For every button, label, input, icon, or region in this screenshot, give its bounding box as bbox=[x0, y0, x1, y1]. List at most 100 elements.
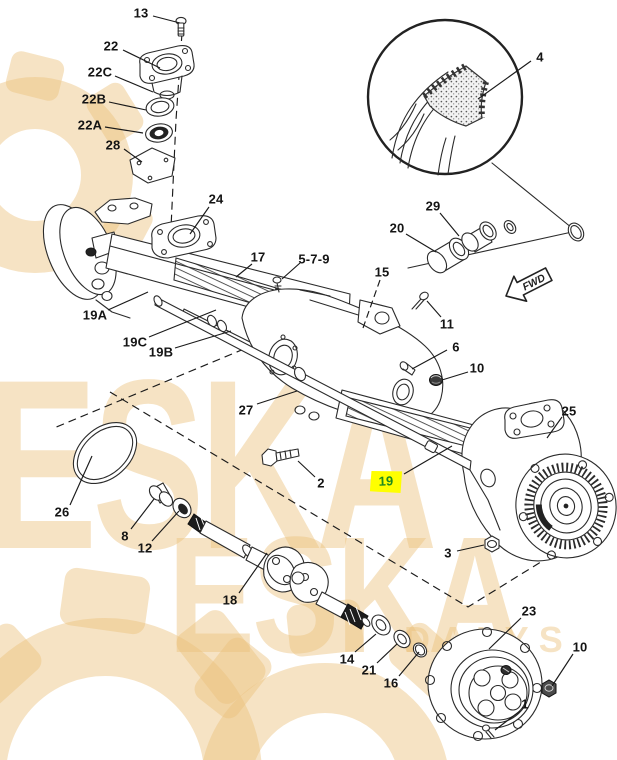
leader-line-19A bbox=[107, 291, 149, 311]
callout-23[interactable]: 23 bbox=[521, 603, 537, 619]
callout-19B[interactable]: 19B bbox=[148, 344, 174, 360]
o-ring-26 bbox=[72, 422, 138, 484]
callout-19C[interactable]: 19C bbox=[122, 334, 148, 350]
callout-4[interactable]: 4 bbox=[536, 49, 544, 65]
callout-10-lower[interactable]: 10 bbox=[572, 639, 588, 655]
callout-22C[interactable]: 22C bbox=[87, 64, 113, 80]
leader-line-3 bbox=[456, 544, 485, 552]
leader-line-15 bbox=[362, 279, 381, 329]
driveshaft-18 bbox=[187, 513, 371, 630]
callout-5-7-9[interactable]: 5-7-9 bbox=[298, 251, 330, 267]
callout-2[interactable]: 2 bbox=[317, 475, 325, 491]
callout-22A[interactable]: 22A bbox=[77, 117, 103, 133]
watermark-gear-icon bbox=[0, 567, 266, 760]
detail-circle bbox=[366, 18, 524, 176]
callout-28[interactable]: 28 bbox=[105, 137, 121, 153]
callout-27[interactable]: 27 bbox=[238, 402, 254, 418]
bolt-1 bbox=[481, 724, 495, 739]
leader-line-22A bbox=[104, 126, 144, 134]
leader-line-13 bbox=[152, 15, 181, 24]
leader-line-10-upper bbox=[441, 371, 469, 381]
leader-line-22C bbox=[114, 75, 154, 93]
ring-22b bbox=[145, 97, 175, 117]
leader-line-19B bbox=[174, 330, 232, 349]
gasket-28 bbox=[129, 147, 176, 184]
callout-13[interactable]: 13 bbox=[133, 5, 149, 21]
o-ring-small bbox=[567, 222, 585, 242]
hub-ribbed bbox=[515, 453, 617, 560]
callout-3[interactable]: 3 bbox=[444, 545, 452, 561]
leader-line-20 bbox=[405, 233, 437, 253]
callout-25[interactable]: 25 bbox=[561, 403, 577, 419]
bolt-5-7-9 bbox=[272, 276, 282, 293]
callout-12[interactable]: 12 bbox=[137, 540, 153, 556]
ring-21 bbox=[393, 629, 411, 649]
leader-line-6 bbox=[411, 349, 448, 370]
callout-18[interactable]: 18 bbox=[222, 592, 238, 608]
bushing-8 bbox=[148, 482, 174, 507]
callout-26[interactable]: 26 bbox=[54, 504, 70, 520]
seal-detail-4 bbox=[421, 62, 489, 127]
callout-29[interactable]: 29 bbox=[425, 198, 441, 214]
o-ring-16 bbox=[412, 642, 428, 658]
callout-22[interactable]: 22 bbox=[103, 38, 119, 54]
leader-line-11 bbox=[426, 300, 442, 318]
callout-19[interactable]: 19 bbox=[369, 470, 403, 494]
leader-line-5-7-9 bbox=[281, 262, 301, 280]
leader-line-29 bbox=[439, 212, 460, 237]
bushing-29 bbox=[461, 221, 497, 253]
callout-22B[interactable]: 22B bbox=[81, 91, 107, 107]
callout-19A[interactable]: 19A bbox=[82, 307, 108, 323]
callout-10-upper[interactable]: 10 bbox=[469, 360, 485, 376]
bolt-11 bbox=[411, 291, 429, 310]
leader-line-23 bbox=[488, 617, 522, 650]
callout-20[interactable]: 20 bbox=[389, 220, 405, 236]
leader-line-22B bbox=[108, 101, 147, 111]
bearing-22a bbox=[145, 123, 173, 143]
leader-line-28 bbox=[123, 148, 143, 163]
leader-line-17 bbox=[235, 263, 253, 278]
callout-11[interactable]: 11 bbox=[439, 316, 455, 332]
leader-line-10-lower bbox=[551, 653, 574, 687]
leader-line-21 bbox=[376, 643, 398, 664]
fitting-6 bbox=[399, 361, 416, 376]
washer-14 bbox=[371, 614, 391, 636]
differential-housing bbox=[241, 288, 444, 425]
leader-line-8 bbox=[130, 498, 155, 530]
leader-line-4 bbox=[477, 60, 532, 100]
leader-line-19 bbox=[403, 445, 453, 475]
leader-line-24 bbox=[189, 206, 210, 235]
callout-21[interactable]: 21 bbox=[361, 662, 377, 678]
leader-line-12 bbox=[151, 510, 180, 542]
tie-rod bbox=[153, 295, 472, 471]
bolt-2 bbox=[261, 448, 300, 467]
plug-10-upper bbox=[429, 374, 443, 386]
leader-line-1 bbox=[494, 710, 521, 731]
callout-16[interactable]: 16 bbox=[383, 675, 399, 691]
u-joint bbox=[263, 546, 329, 603]
flange-22 bbox=[139, 45, 195, 100]
leader-line-18 bbox=[238, 552, 268, 594]
nut-3 bbox=[484, 535, 500, 553]
callout-17[interactable]: 17 bbox=[250, 249, 266, 265]
left-wheel-end bbox=[42, 197, 153, 319]
callout-14[interactable]: 14 bbox=[339, 651, 355, 667]
callout-6[interactable]: 6 bbox=[452, 339, 460, 355]
callout-1[interactable]: 1 bbox=[521, 696, 529, 712]
callout-24[interactable]: 24 bbox=[208, 191, 224, 207]
leader-line-25 bbox=[546, 416, 563, 439]
bushing-20 bbox=[426, 237, 470, 274]
leader-line-16 bbox=[398, 651, 420, 677]
washer-ring-small bbox=[503, 220, 517, 234]
callout-15[interactable]: 15 bbox=[374, 264, 390, 280]
hub-cover-23 bbox=[424, 626, 543, 742]
callout-8[interactable]: 8 bbox=[121, 528, 129, 544]
leader-line-2 bbox=[297, 460, 316, 478]
leader-line-26 bbox=[69, 455, 93, 506]
leader-line-27 bbox=[256, 390, 298, 405]
leader-line-19C bbox=[148, 309, 217, 338]
